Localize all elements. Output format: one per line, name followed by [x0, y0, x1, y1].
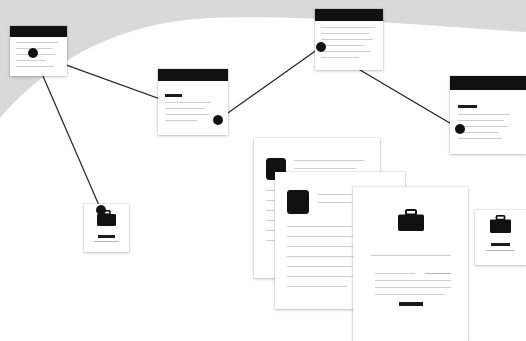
card-title-bar [491, 243, 510, 246]
card-text-line [294, 168, 356, 169]
card-text-line [266, 230, 280, 231]
card-text-line [287, 236, 359, 237]
briefcase-card [475, 210, 526, 265]
card-header [450, 76, 526, 90]
connector-node [455, 124, 465, 134]
card-text-line [321, 27, 375, 28]
card-text-line [321, 39, 373, 40]
briefcase-card [84, 204, 129, 252]
card-title-bar [399, 302, 423, 306]
card-text-line [458, 120, 504, 121]
card-text-line [287, 286, 347, 287]
card-text-line [266, 190, 280, 191]
card-text-line [321, 45, 365, 46]
card-text-line [371, 255, 451, 256]
window-card [158, 69, 228, 135]
card-title-bar [458, 105, 477, 108]
card-text-line [287, 246, 359, 247]
connector-node [213, 115, 223, 125]
card-text-line [458, 126, 508, 127]
card-text-line [458, 114, 510, 115]
card-text-line [287, 266, 359, 267]
card-text-line [165, 108, 205, 109]
card-text-line [321, 51, 371, 52]
card-text-line [458, 138, 502, 139]
card-text-line [165, 120, 197, 121]
card-text-line [375, 294, 445, 295]
card-text-line [266, 240, 280, 241]
window-card [450, 76, 526, 154]
briefcase-icon [398, 209, 424, 231]
card-text-line [16, 66, 54, 67]
card-text-line [266, 210, 280, 211]
card-text-line [94, 241, 119, 242]
window-card [10, 26, 67, 76]
connector-node [28, 48, 38, 58]
card-header [10, 26, 67, 37]
card-text-line [287, 256, 359, 257]
card-text-line [16, 42, 58, 43]
card-text-line [16, 60, 46, 61]
card-text-line [321, 57, 359, 58]
card-text-line [165, 114, 209, 115]
card-text-line [321, 33, 369, 34]
card-text-line [266, 200, 280, 201]
card-header [158, 69, 228, 81]
card-title-bar [98, 235, 115, 238]
connector-node [316, 42, 326, 52]
connector-node [96, 205, 106, 215]
card-text-line [486, 250, 515, 251]
window-card [315, 9, 383, 70]
card-text-line [375, 287, 451, 288]
document-thumbnail [287, 190, 309, 214]
card-text-line [287, 226, 359, 227]
card-text-line [375, 273, 415, 274]
card-text-line [317, 202, 377, 203]
briefcase-icon [490, 215, 511, 233]
card-header [315, 9, 383, 21]
card-text-line [425, 273, 451, 274]
card-text-line [287, 276, 359, 277]
card-text-line [266, 220, 280, 221]
card-title-bar [165, 94, 182, 97]
card-text-line [375, 280, 451, 281]
card-text-line [294, 160, 364, 161]
card-text-line [165, 102, 211, 103]
card-text-line [458, 132, 498, 133]
document-page-front [353, 187, 468, 341]
